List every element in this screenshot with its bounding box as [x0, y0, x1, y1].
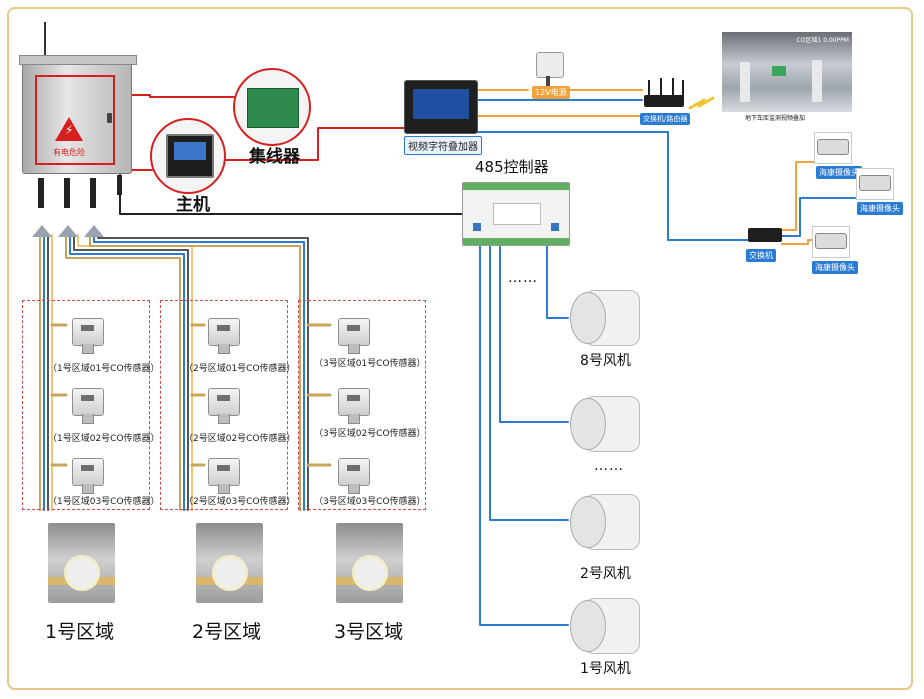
switch-device — [748, 228, 782, 242]
fans-ellipsis: …… — [594, 458, 624, 474]
lock-icon — [107, 113, 112, 123]
sensor-label: （1号区域02号CO传感器） — [48, 434, 160, 444]
camera-label-2: 海康摄像头 — [857, 202, 903, 215]
camera-2 — [856, 168, 894, 200]
zone-name-3: 3号区域 — [334, 621, 404, 643]
controller-module — [462, 182, 570, 246]
video-overlay-device — [404, 80, 478, 134]
sensor-label: （2号区域01号CO传感器） — [184, 364, 296, 374]
co-sensor — [72, 388, 104, 424]
sensor-label: （3号区域03号CO传感器） — [314, 497, 426, 507]
camera-3 — [812, 226, 850, 258]
cabinet-gland-2 — [64, 178, 70, 208]
cabinet-door — [35, 75, 115, 165]
zone-box-1 — [22, 300, 150, 510]
sensor-label: （1号区域03号CO传感器） — [48, 497, 160, 507]
co-sensor — [208, 458, 240, 494]
zone-box-3 — [298, 300, 426, 510]
fan-label-2: 2号风机 — [580, 566, 631, 582]
arrow-up-icon — [32, 225, 52, 237]
zone-photo-3 — [336, 523, 403, 603]
antenna-icon — [44, 22, 46, 62]
router-icon — [644, 95, 684, 107]
electrical-cabinet: ⚡ 有电危险 — [19, 55, 137, 174]
co-sensor — [72, 458, 104, 494]
sensor-label: （2号区域03号CO传感器） — [184, 497, 296, 507]
concentrator-label: 集线器 — [249, 147, 300, 167]
zone-box-2 — [160, 300, 288, 510]
fan-icon-2 — [570, 490, 642, 552]
cabinet-warning-text: 有电危险 — [53, 148, 85, 157]
camera-icon — [859, 175, 891, 191]
fan-label-8: 8号风机 — [580, 353, 631, 369]
camera-icon — [815, 233, 847, 249]
camera-label-3: 海康摄像头 — [812, 261, 858, 274]
controller-label: 485控制器 — [475, 158, 549, 176]
co-sensor — [338, 388, 370, 424]
cabinet-gland-4 — [117, 175, 122, 195]
camera-label-1: 海康摄像头 — [816, 166, 862, 179]
warning-triangle-icon — [55, 117, 83, 141]
power-supply-icon — [536, 52, 564, 78]
monitor-overlay-text: CO区域1 0.00PPM — [796, 37, 849, 44]
zone-name-1: 1号区域 — [45, 621, 115, 643]
cabinet-roof — [19, 55, 137, 65]
sensor-label: （3号区域01号CO传感器） — [314, 359, 426, 369]
monitor-caption: 地下车库监测视频叠加 — [745, 115, 806, 122]
lightning-icon: ⚡ — [65, 123, 74, 137]
fan-icon-1 — [570, 594, 642, 656]
host-photo — [150, 118, 226, 194]
co-sensor — [338, 318, 370, 354]
circuit-board-icon — [247, 88, 299, 128]
co-sensor — [72, 318, 104, 354]
controller-screen-icon — [166, 134, 214, 178]
camera-icon — [817, 139, 849, 155]
co-sensor — [338, 458, 370, 494]
router-label: 交换机/路由器 — [640, 113, 691, 125]
arrow-up-icon — [58, 225, 78, 237]
switch-label: 交换机 — [746, 249, 776, 262]
video-overlay-label: 视频字符叠加器 — [404, 136, 482, 155]
cabinet-gland-1 — [38, 178, 44, 208]
sensor-label: （1号区域01号CO传感器） — [48, 364, 160, 374]
co-sensor — [208, 318, 240, 354]
fan-icon-8 — [570, 286, 642, 348]
power-cable — [546, 76, 550, 86]
co-sensor — [208, 388, 240, 424]
power-label: 12V电源 — [532, 86, 570, 99]
zone-photo-2 — [196, 523, 263, 603]
router-antenna — [648, 80, 650, 96]
monitor-screenshot: CO区域1 0.00PPM — [722, 32, 852, 112]
fan-label-1: 1号风机 — [580, 661, 631, 677]
host-label: 主机 — [176, 195, 210, 215]
controller-ellipsis: …… — [508, 270, 538, 286]
camera-1 — [814, 132, 852, 164]
outer-frame — [7, 7, 913, 690]
zone-photo-1 — [48, 523, 115, 603]
fan-icon-unlabeled — [570, 392, 642, 454]
router-antenna — [660, 78, 662, 96]
arrow-up-icon — [84, 225, 104, 237]
sensor-label: （2号区域02号CO传感器） — [184, 434, 296, 444]
concentrator-photo — [233, 68, 311, 146]
router-antenna — [672, 78, 674, 96]
zone-name-2: 2号区域 — [192, 621, 262, 643]
sensor-label: （3号区域02号CO传感器） — [314, 429, 426, 439]
router-antenna — [682, 80, 684, 96]
cabinet-gland-3 — [90, 178, 96, 208]
